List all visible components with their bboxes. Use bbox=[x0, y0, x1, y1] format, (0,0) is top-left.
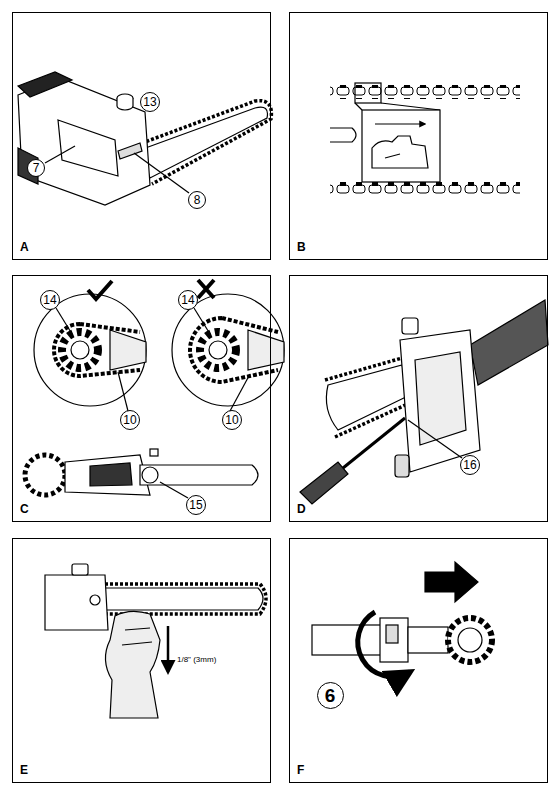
dimension-label: 1/8" (3mm) bbox=[176, 655, 217, 664]
chain-direction-b bbox=[330, 83, 520, 195]
knob bbox=[402, 318, 418, 334]
cutter-tooth bbox=[372, 136, 428, 168]
panel-letter: F bbox=[297, 763, 304, 777]
chain-tension-d bbox=[300, 300, 548, 504]
callout-circle: 8 bbox=[188, 191, 206, 209]
callout-number: 13 bbox=[143, 96, 156, 108]
callout-number: 14 bbox=[43, 294, 56, 306]
figure-panel: A 13 7 8 bbox=[12, 12, 271, 260]
pole-lock-f bbox=[312, 562, 492, 677]
saw-chain bbox=[190, 318, 278, 382]
detail-circle bbox=[172, 294, 284, 406]
grip-wheel bbox=[25, 455, 65, 495]
figure-panel: B bbox=[289, 12, 548, 260]
callout-number: 10 bbox=[225, 414, 238, 426]
callout-circle: 10 bbox=[222, 410, 242, 430]
housing bbox=[400, 330, 480, 472]
handle bbox=[470, 300, 548, 385]
cross-mark bbox=[198, 280, 214, 298]
sprocket bbox=[62, 332, 98, 368]
callout-circle: 7 bbox=[27, 159, 45, 177]
screwdriver bbox=[300, 462, 348, 504]
panel-letter: D bbox=[297, 502, 306, 516]
saw-head-a bbox=[18, 72, 271, 205]
callout-number: 7 bbox=[33, 162, 40, 174]
callout-number: 14 bbox=[181, 294, 194, 306]
callout-circle: 14 bbox=[178, 290, 198, 310]
bar-tip bbox=[330, 128, 356, 142]
detail-box bbox=[355, 83, 381, 103]
panel-letter: E bbox=[20, 763, 28, 777]
housing bbox=[65, 455, 150, 495]
check-mark bbox=[88, 281, 112, 299]
housing bbox=[18, 78, 150, 205]
panel-letter: B bbox=[297, 240, 306, 254]
chain-check-e bbox=[45, 564, 266, 718]
rotate-arrow bbox=[358, 612, 410, 677]
callout-number: 16 bbox=[463, 459, 476, 471]
figure-panel: F6 bbox=[289, 538, 548, 783]
gloved-hand bbox=[105, 611, 160, 718]
leader-line bbox=[134, 153, 189, 193]
saw-chain bbox=[330, 85, 520, 99]
leader-line bbox=[45, 146, 75, 163]
guide-bar bbox=[140, 107, 268, 178]
figure-panel: D 16 bbox=[289, 275, 548, 522]
panel-letter: A bbox=[20, 240, 29, 254]
callout-number: 15 bbox=[189, 499, 202, 511]
housing bbox=[45, 575, 108, 630]
panel-letter: C bbox=[20, 502, 29, 516]
callout-circle: 14 bbox=[40, 290, 60, 310]
guide-bar bbox=[140, 465, 258, 485]
callout-number: 10 bbox=[123, 414, 136, 426]
saw-chain bbox=[54, 324, 140, 376]
pole-tube bbox=[312, 625, 382, 655]
saw-chain bbox=[100, 584, 266, 614]
figure-panel: E bbox=[12, 538, 271, 783]
detail-circle bbox=[34, 294, 146, 406]
detail-inset bbox=[362, 110, 440, 182]
callout-number: 8 bbox=[194, 194, 201, 206]
guide-bar bbox=[100, 588, 263, 610]
saw-chain bbox=[137, 101, 271, 184]
callout-number: 6 bbox=[325, 686, 336, 705]
callout-circle: 13 bbox=[140, 92, 160, 112]
figure-panel: C 14 14 10 10 15 bbox=[12, 275, 271, 522]
grip bbox=[18, 72, 72, 97]
grip-wheel bbox=[448, 618, 492, 662]
direction-arrow bbox=[375, 123, 425, 124]
sprocket bbox=[200, 332, 236, 368]
direction-arrow bbox=[425, 562, 478, 602]
sprocket-cover bbox=[58, 120, 118, 176]
sprocket-fit-c bbox=[25, 280, 284, 498]
saw-chain bbox=[330, 181, 520, 195]
lock-collar bbox=[380, 618, 408, 662]
knob bbox=[117, 98, 133, 110]
pull-arrow bbox=[167, 626, 170, 672]
callout-circle: 16 bbox=[460, 455, 480, 475]
callout-circle: 10 bbox=[120, 410, 140, 430]
callout-circle: 6 bbox=[317, 682, 344, 709]
callout-circle: 15 bbox=[186, 495, 206, 515]
